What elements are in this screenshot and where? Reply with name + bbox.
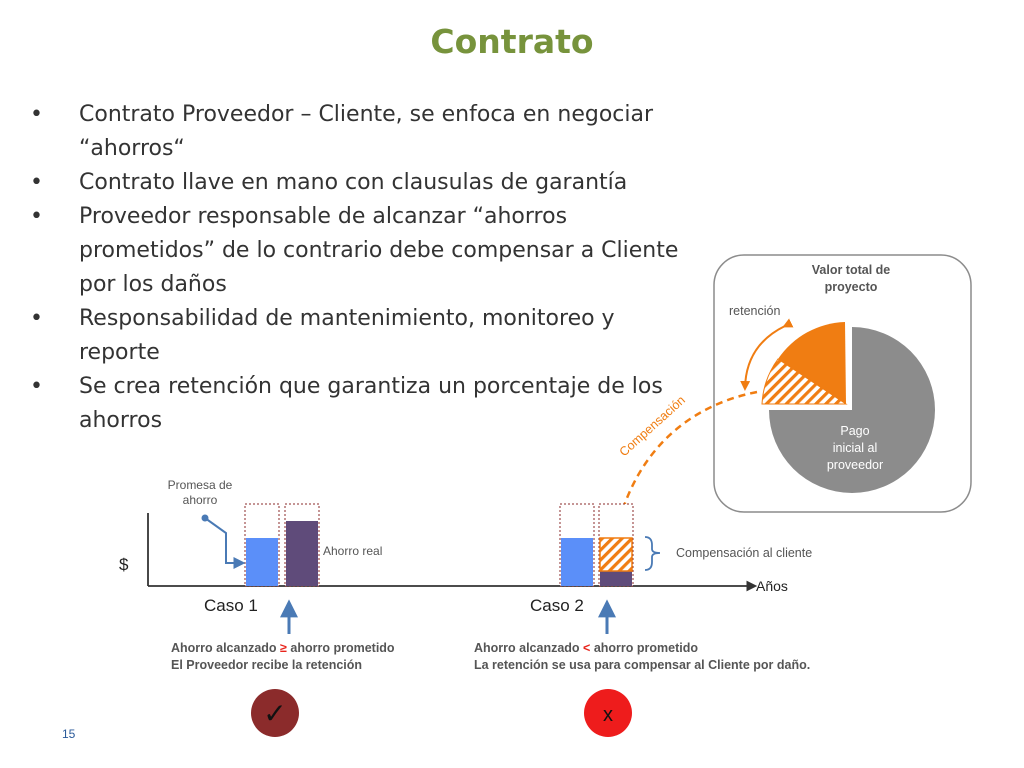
check-icon: ✓ — [263, 697, 286, 730]
compensation-bracket — [644, 536, 661, 571]
payment-label-line3: proveedor — [827, 458, 883, 472]
case1-condition-line2: El Proveedor recibe la retención — [171, 658, 362, 672]
slide-title: Contrato — [430, 22, 594, 61]
case1-promised-bar — [246, 538, 278, 586]
real-saving-label: Ahorro real — [323, 544, 382, 558]
bullet-text: Se crea retención que garantiza un porce… — [79, 374, 663, 433]
bullet-text: Contrato Proveedor – Cliente, se enfoca … — [79, 102, 654, 161]
success-badge — [251, 689, 299, 737]
case1-condition-symbol: ≥ — [280, 641, 287, 655]
pie-slice-payment — [769, 327, 935, 493]
promise-label-line1: Promesa de — [168, 478, 233, 492]
pie-title-line2: proyecto — [825, 280, 878, 294]
pie-title-line1: Valor total de — [812, 263, 891, 277]
bullet-dot: • — [30, 204, 43, 229]
bullet-item: • Proveedor responsable de alcanzar “ahor… — [30, 200, 695, 302]
case2-condition-suffix: ahorro prometido — [590, 641, 698, 655]
case2-condition-symbol: < — [583, 641, 590, 655]
bullet-item: • Contrato Proveedor – Cliente, se enfoca… — [30, 98, 695, 166]
pie-slice-retention — [778, 322, 846, 404]
client-compensation-label: Compensación al cliente — [676, 546, 812, 560]
retention-arc-arrow — [740, 318, 794, 391]
promise-label-line2: ahorro — [183, 493, 218, 507]
case2-compensation-bar — [599, 537, 633, 572]
case2-condition-line2: La retención se usa para compensar al Cl… — [474, 658, 810, 672]
case2-real-bar — [600, 571, 632, 586]
failure-badge — [584, 689, 632, 737]
bullet-item: • Responsabilidad de mantenimiento, monit… — [30, 302, 695, 370]
promise-arrow — [204, 517, 246, 569]
bullet-text: Responsabilidad de mantenimiento, monito… — [79, 306, 615, 365]
case1-condition-line1: Ahorro alcanzado ≥ ahorro prometido — [171, 641, 395, 655]
case1-label: Caso 1 — [204, 596, 258, 615]
payment-label-line1: Pago — [840, 424, 869, 438]
retention-label: retención — [729, 304, 780, 318]
case1-condition-suffix: ahorro prometido — [287, 641, 395, 655]
payment-label-line2: inicial al — [833, 441, 877, 455]
case2-label: Caso 2 — [530, 596, 584, 615]
bullet-item: • Contrato llave en mano con clausulas de… — [30, 166, 695, 200]
case1-condition-prefix: Ahorro alcanzado — [171, 641, 280, 655]
bullet-dot: • — [30, 170, 43, 195]
case2-promised-bar — [561, 538, 593, 586]
bullet-item: • Se crea retención que garantiza un porc… — [30, 370, 695, 438]
bullet-text: Proveedor responsable de alcanzar “ahorr… — [79, 204, 679, 297]
bullet-dot: • — [30, 306, 43, 331]
compensation-arrow-label: Compensación — [617, 393, 688, 459]
bullet-dot: • — [30, 102, 43, 127]
y-axis-label: $ — [119, 555, 129, 574]
bullet-list: • Contrato Proveedor – Cliente, se enfoca… — [30, 98, 695, 438]
case2-condition-line1: Ahorro alcanzado < ahorro prometido — [474, 641, 698, 655]
case2-condition-prefix: Ahorro alcanzado — [474, 641, 583, 655]
cross-icon: x — [603, 704, 613, 726]
x-axis-label: Años — [756, 578, 788, 594]
bullet-dot: • — [30, 374, 43, 399]
bullet-text: Contrato llave en mano con clausulas de … — [79, 170, 628, 195]
slide-number: 15 — [62, 727, 76, 741]
case1-real-bar — [286, 521, 318, 586]
